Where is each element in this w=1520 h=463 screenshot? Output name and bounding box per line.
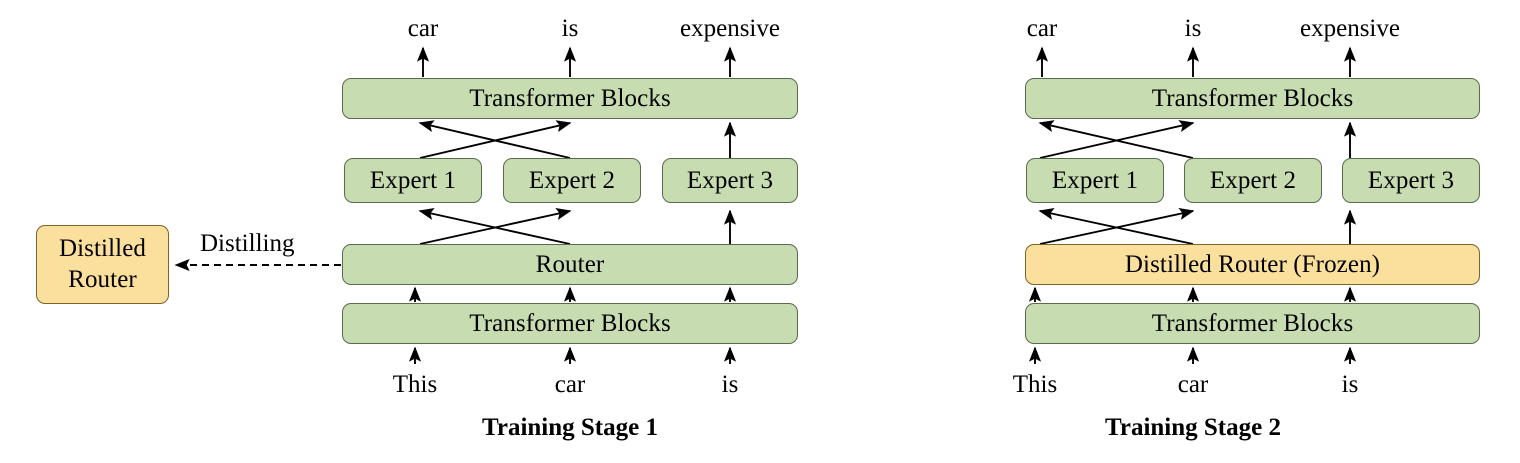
stage2-output-token-1: car (1026, 15, 1058, 42)
training-stage-2-panel: car is expensive Transformer Blocks Expe… (690, 0, 1520, 463)
stage1-caption: Training Stage 1 (482, 414, 658, 441)
stage1-input-token-1: This (392, 371, 438, 398)
stage2-expert-3: Expert 3 (1342, 158, 1480, 203)
stage2-input-token-2: car (1177, 371, 1209, 398)
stage2-expert-1: Expert 1 (1026, 158, 1164, 203)
stage2-input-token-1: This (1012, 371, 1058, 398)
stage2-expert-2: Expert 2 (1184, 158, 1322, 203)
stage1-router: Router (342, 244, 798, 285)
stage1-output-token-2: is (561, 15, 579, 42)
stage2-arrows (1028, 46, 1357, 364)
stage2-top-transformer-blocks: Transformer Blocks (1025, 78, 1480, 119)
stage2-output-token-3: expensive (1300, 15, 1400, 42)
stage1-expert-2: Expert 2 (503, 158, 641, 203)
training-stage-1-panel: car is expensive Transformer Blocks Expe… (36, 15, 798, 441)
distilled-router-line-1: Distilled (58, 234, 146, 262)
stage2-input-token-3: is (1341, 371, 1359, 398)
distilling-edge-label: Distilling (200, 230, 295, 257)
stage1-expert-1: Expert 1 (344, 158, 482, 203)
stage2-bottom-transformer-blocks: Transformer Blocks (1025, 303, 1480, 344)
stage1-bottom-transformer-blocks: Transformer Blocks (342, 303, 798, 344)
stage1-output-token-1: car (407, 15, 439, 42)
stage2-caption: Training Stage 2 (1105, 414, 1281, 441)
stage1-top-transformer-blocks: Transformer Blocks (342, 78, 798, 119)
stage1-input-token-3: is (721, 371, 739, 398)
stage2-output-token-2: is (1184, 15, 1202, 42)
stage1-output-token-3: expensive (680, 15, 780, 42)
stage1-input-token-2: car (554, 371, 586, 398)
stage2-distilled-router-frozen: Distilled Router (Frozen) (1025, 244, 1480, 285)
stage1-distilled-router-box: Distilled Router (36, 225, 169, 304)
distilled-router-line-2: Router (68, 265, 137, 293)
stage1-expert-3: Expert 3 (662, 158, 798, 203)
